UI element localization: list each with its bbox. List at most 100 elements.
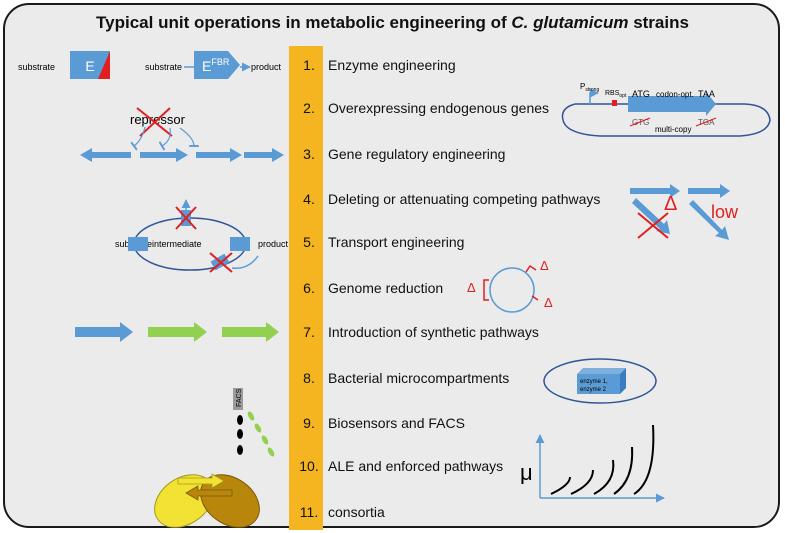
operation-label: Enzyme engineering xyxy=(328,57,456,73)
genome-reduction-illustration: Δ Δ Δ xyxy=(467,258,553,313)
main-pathway-arrow-1 xyxy=(630,184,680,198)
regulatory-illustration: repressor xyxy=(80,107,284,162)
native-gene-arrow xyxy=(75,322,133,342)
green-cell xyxy=(247,411,255,421)
multicopy-label: multi-copy xyxy=(655,125,691,134)
old-stop-codon-label: TGA xyxy=(698,118,715,127)
operation-label: ALE and enforced pathways xyxy=(328,458,504,474)
enzyme-label: E xyxy=(85,58,94,74)
exchange-arrow-right xyxy=(177,473,225,489)
efflux-cross-b xyxy=(209,252,233,273)
fluorescent-cells xyxy=(247,411,275,457)
compartment-top xyxy=(577,368,626,374)
enzyme-substrate2-label: substrate xyxy=(145,62,182,72)
unsorted-cells xyxy=(237,415,243,455)
facs-illustration: FACS xyxy=(233,388,275,457)
deleted-region-1 xyxy=(483,279,489,301)
transport-product-label: product xyxy=(258,239,289,249)
black-cell xyxy=(237,415,243,425)
old-stop-strike xyxy=(695,117,717,127)
operation-label: consortia xyxy=(328,504,385,520)
reuptake-arrow xyxy=(231,255,259,269)
enzyme-product-label: product xyxy=(251,62,282,72)
importer xyxy=(128,237,148,251)
strain-b xyxy=(200,474,260,528)
operation-label: Bacterial microcompartments xyxy=(328,370,510,386)
fbr-enzyme-label: EFBR xyxy=(202,57,230,74)
operation-number: 6. xyxy=(303,280,315,296)
operation-number: 1. xyxy=(303,57,315,73)
ale-illustration: μ xyxy=(520,424,665,503)
deletion-cross-b xyxy=(637,212,669,239)
synthetic-pathway-illustration xyxy=(75,322,279,342)
gene-arrow-right-2 xyxy=(244,148,284,162)
enzyme-substrate-label: substrate xyxy=(18,62,55,72)
green-cell xyxy=(261,435,269,445)
operation-number: 5. xyxy=(303,234,315,250)
genome-delta-2: Δ xyxy=(540,258,549,273)
codon-opt-label: codon-opt. xyxy=(656,90,694,99)
old-start-strike xyxy=(629,117,651,127)
deleted-region-3 xyxy=(525,264,537,273)
gene-arrow-right-1 xyxy=(196,148,242,162)
repression-line-2 xyxy=(158,127,171,151)
operation-label: Gene regulatory engineering xyxy=(328,146,506,162)
genome-delta-1: Δ xyxy=(467,280,476,295)
repressor-cross-b xyxy=(139,107,171,137)
gene-arrow-left xyxy=(80,148,131,162)
growth-curve-5 xyxy=(633,424,655,495)
exporter xyxy=(230,237,250,251)
operation-label: Biosensors and FACS xyxy=(328,415,465,431)
compartment-enzyme-2: enzyme 2 xyxy=(580,387,607,393)
operation-label: Deleting or attenuating competing pathwa… xyxy=(328,191,601,207)
codon-optimized-gene-arrow xyxy=(628,92,716,116)
facs-label: FACS xyxy=(236,388,243,407)
plasmid-outline xyxy=(561,103,771,137)
start-codon-label: ATG xyxy=(632,89,650,99)
black-cell xyxy=(237,429,243,439)
chromosome xyxy=(489,267,535,313)
operations-bar xyxy=(289,46,323,530)
exchange-arrow-left xyxy=(185,485,233,501)
growth-rate-mu: μ xyxy=(520,460,533,485)
transport-intermediate-label: intermediate xyxy=(152,239,202,249)
operation-number: 3. xyxy=(303,146,315,162)
transport-illustration: substrate intermediate product xyxy=(115,199,289,273)
operation-number: 2. xyxy=(303,100,315,116)
stop-codon-label: TAA xyxy=(698,89,715,99)
operation-number: 10. xyxy=(299,458,319,474)
enzyme-modified-corner xyxy=(98,51,110,79)
repression-line-1 xyxy=(130,126,146,151)
operation-number: 4. xyxy=(303,191,315,207)
old-start-codon-label: GTG xyxy=(632,118,649,127)
growth-curve-1 xyxy=(550,476,571,495)
figure-title: Typical unit operations in metabolic eng… xyxy=(96,13,689,32)
promoter-arrow xyxy=(589,88,599,104)
rbs-mark xyxy=(612,100,617,106)
operation-label: Overexpressing endogenous genes xyxy=(328,100,550,116)
operation-label: Introduction of synthetic pathways xyxy=(328,324,539,340)
compartment-enzyme-1: enzyme 1, xyxy=(580,379,608,385)
consortia-illustration xyxy=(154,473,260,528)
deletion-delta: Δ xyxy=(664,193,677,215)
green-cell xyxy=(254,423,262,433)
growth-curve-2 xyxy=(570,469,594,495)
operation-number: 8. xyxy=(303,370,315,386)
attenuation-low-label: low xyxy=(711,202,739,222)
fbr-enzyme-shape xyxy=(194,51,240,79)
main-pathway-arrow-2 xyxy=(688,184,730,198)
rbs-label: RBSopt xyxy=(605,90,627,99)
uptake-cross-b xyxy=(175,206,197,230)
operation-label: Transport engineering xyxy=(328,234,465,250)
growth-curve-4 xyxy=(613,446,634,495)
operation-label: Genome reduction xyxy=(328,280,444,296)
compartment-side xyxy=(620,368,626,394)
synthetic-gene-arrow-2 xyxy=(222,322,279,342)
repression-line-3 xyxy=(179,127,199,147)
facs-nozzle xyxy=(233,388,243,410)
attenuated-pathway-arrow xyxy=(689,200,729,240)
operation-number: 9. xyxy=(303,415,315,431)
growth-curve-3 xyxy=(593,459,615,495)
deletion-illustration: Δ low xyxy=(630,184,739,240)
